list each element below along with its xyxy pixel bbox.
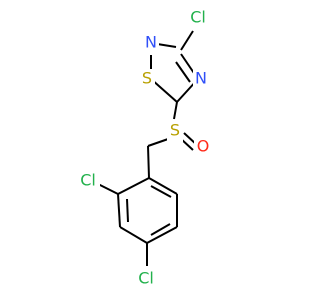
bond-c5-s-sulfinyl (173, 101, 178, 120)
atom-cl-para: Cl (138, 269, 154, 288)
atom-s-ring: S (142, 69, 152, 88)
atom-o-sulfinyl: O (197, 137, 210, 156)
benzene-bond-4 (146, 226, 178, 244)
atom-s-sulfinyl: S (170, 121, 180, 140)
atom-n-right: N (195, 69, 207, 88)
bond-aryl-cl-ortho (97, 183, 119, 195)
bond-c3-cl (180, 30, 194, 51)
benzene-inner-double-1 (126, 198, 129, 223)
molecule-structure: Cl N N S S O Cl Cl (80, 7, 210, 288)
bond-c3-n4-inner (175, 61, 191, 83)
atom-n-left: N (145, 33, 157, 52)
benzene-bond-2 (117, 193, 121, 228)
benzene-bond-6 (148, 177, 178, 195)
atom-cl-top: Cl (190, 8, 206, 27)
benzene-inner-double-3 (150, 185, 172, 198)
bond-c5-s1 (150, 78, 178, 103)
atom-cl-ortho: Cl (80, 171, 96, 190)
benzene-bond-3 (119, 226, 148, 244)
molecule-canvas: Cl N N S S O Cl Cl (80, 7, 210, 288)
benzene-inner-double-2 (150, 223, 171, 236)
benzene-bond-1 (117, 177, 150, 195)
bond-ch2-aryl (147, 145, 150, 179)
